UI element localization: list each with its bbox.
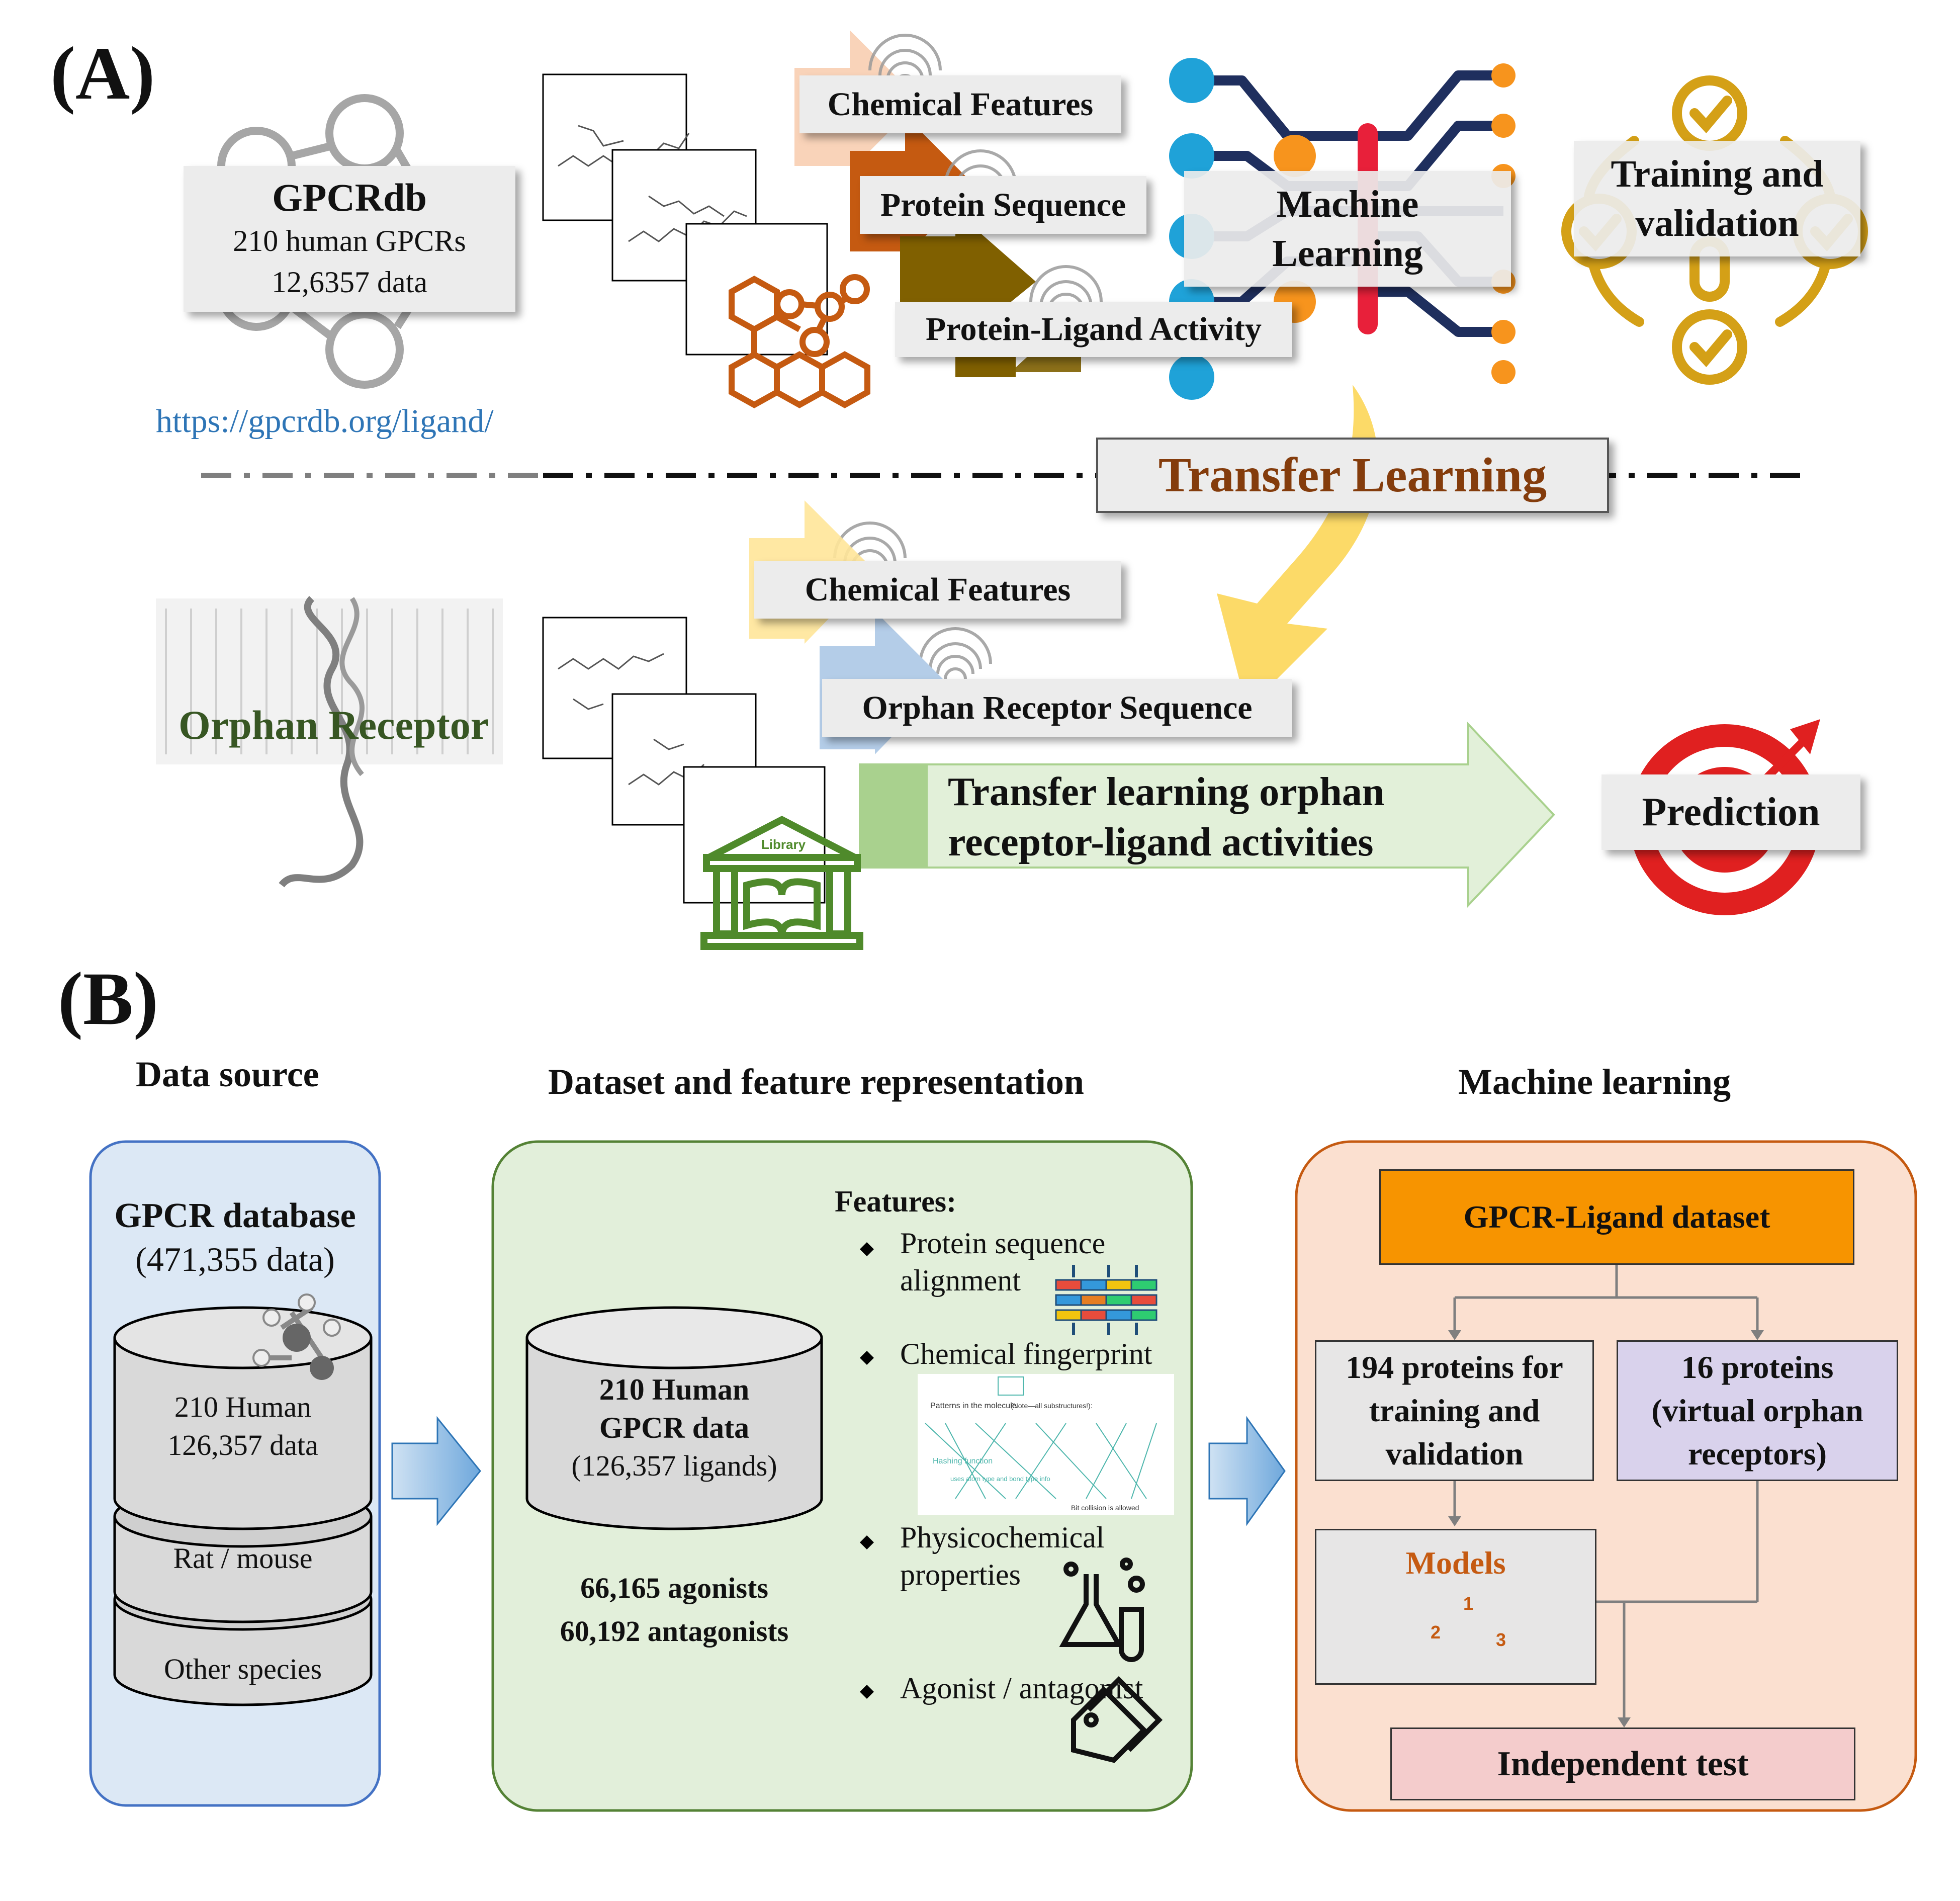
gpcrdb-url-link[interactable]: https://gpcrdb.org/ligand/ <box>156 403 494 440</box>
ml-arrowheads <box>1448 1330 1764 1727</box>
dataset-line1: 210 Human <box>599 1373 750 1406</box>
features-title: Features: <box>835 1185 957 1218</box>
fingerprint-collision: Bit collision is allowed <box>1071 1504 1139 1512</box>
human-line2: 126,357 data <box>167 1429 318 1461</box>
gpcrdb-title: GPCRdb <box>272 176 427 219</box>
orphan-line1: 16 proteins <box>1681 1349 1834 1385</box>
dataset-title: Dataset and feature representation <box>548 1062 1084 1102</box>
feature-chemical-fingerprint: Chemical fingerprint <box>900 1335 1152 1372</box>
molecule-model-icon <box>252 1293 341 1380</box>
transfer-learning-box: Transfer Learning <box>1096 438 1609 513</box>
transfer-curve-arrow <box>1217 385 1378 709</box>
fingerprint-title: Patterns in the molecule <box>930 1402 1017 1410</box>
feature-physicochemical: Physicochemical properties <box>900 1519 1105 1593</box>
flow-arrow-2 <box>1208 1416 1286 1526</box>
other-species-label: Other species <box>163 1653 322 1685</box>
podium-rank-3: 3 <box>1495 1629 1506 1650</box>
flow-arrow-1 <box>391 1416 481 1526</box>
ml-connectors <box>1453 1262 1759 1720</box>
orphan-receptor-sequence: Orphan Receptor Sequence <box>822 679 1292 737</box>
training-validation-label: Training and validation <box>1611 153 1824 244</box>
rat-mouse-label: Rat / mouse <box>173 1542 313 1575</box>
antagonists-count: 60,192 antagonists <box>560 1615 789 1648</box>
orphan-line2: (virtual orphan <box>1651 1393 1863 1428</box>
protein-sequence-top: Protein Sequence <box>860 176 1146 234</box>
orphan-proteins-box: 16 proteins (virtual orphan receptors) <box>1617 1340 1898 1481</box>
protein-ligand-activity-top: Protein-Ligand Activity <box>895 302 1292 357</box>
gpcrdb-box: GPCRdb 210 human GPCRs 12,6357 data <box>184 166 515 312</box>
models-box: Models <box>1315 1529 1596 1685</box>
green-transfer-arrow <box>859 721 1555 908</box>
molecule-cards-bottom <box>542 617 826 904</box>
fingerprint-diagram: Patterns in the molecule (Note—all subst… <box>918 1374 1174 1515</box>
tags-icon <box>1071 1676 1163 1763</box>
human-line1: 210 Human <box>174 1391 312 1423</box>
agonists-count: 66,165 agonists <box>580 1572 768 1604</box>
feature-protein-line1: Protein sequence <box>900 1227 1106 1260</box>
models-label: Models <box>1405 1545 1506 1581</box>
orphan-receptor-membrane <box>156 596 503 888</box>
feature-physico-line1: Physicochemical <box>900 1521 1105 1554</box>
human-data-label: 210 Human 126,357 data <box>115 1388 371 1464</box>
gpcrdb-line2: 12,6357 data <box>272 266 427 299</box>
database-header: GPCR database (471,355 data) <box>91 1194 380 1281</box>
prediction-box: Prediction <box>1601 774 1860 850</box>
panel-b-label: (B) <box>58 957 158 1041</box>
podium-rank-1: 1 <box>1463 1593 1474 1614</box>
ml-title: Machine learning <box>1458 1062 1731 1102</box>
independent-test-box: Independent test <box>1390 1727 1855 1800</box>
ligand-counts: 66,165 agonists 60,192 antagonists <box>527 1567 822 1653</box>
transfer-arrow-line1: Transfer learning orphan <box>948 770 1385 814</box>
feature-protein-sequence: Protein sequence alignment <box>900 1225 1105 1299</box>
dataset-line3: (126,357 ligands) <box>571 1449 777 1482</box>
machine-learning-box: Machine Learning <box>1184 171 1511 287</box>
transfer-arrow-line2: receptor-ligand activities <box>948 820 1374 865</box>
fingerprint-note: (Note—all substructures!): <box>1011 1402 1093 1410</box>
train-line1: 194 proteins for <box>1346 1349 1563 1385</box>
database-title: GPCR database <box>114 1196 356 1235</box>
gpcr-ligand-dataset-box: GPCR-Ligand dataset <box>1379 1169 1854 1265</box>
database-stack <box>113 1306 373 1706</box>
panel-a-label: (A) <box>50 32 155 115</box>
library-icon <box>700 816 863 950</box>
chemical-structure-icon <box>729 274 870 408</box>
chemical-features-top: Chemical Features <box>799 75 1121 133</box>
transfer-arrow-text: Transfer learning orphan receptor-ligand… <box>948 767 1384 868</box>
fingerprint-hash-label: Hashing function <box>933 1457 993 1465</box>
gpcrdb-line1: 210 human GPCRs <box>233 224 466 257</box>
feature-bullets <box>860 1242 874 1699</box>
library-label: Library <box>761 837 806 852</box>
feature-agonist-line1: Agonist / antagonist <box>900 1672 1143 1705</box>
feature-agonist-antagonist: Agonist / antagonist <box>900 1670 1143 1707</box>
training-validation-box: Training and validation <box>1574 141 1860 256</box>
train-line3: validation <box>1385 1436 1524 1472</box>
fingerprint-hash-detail: uses atom type and bond type info <box>950 1475 1050 1483</box>
dataset-cylinder-label: 210 Human GPCR data (126,357 ligands) <box>527 1370 822 1485</box>
training-proteins-box: 194 proteins for training and validation <box>1315 1340 1594 1481</box>
chemical-features-bottom: Chemical Features <box>754 561 1121 619</box>
lab-flask-icon <box>1059 1558 1145 1662</box>
podium-rank-2: 2 <box>1430 1622 1441 1643</box>
train-line2: training and <box>1369 1393 1540 1428</box>
machine-learning-label: Machine Learning <box>1272 183 1423 275</box>
database-count: (471,355 data) <box>135 1240 335 1278</box>
fingerprint-icons <box>833 34 1103 679</box>
orphan-receptor-label: Orphan Receptor <box>179 702 489 748</box>
data-source-title: Data source <box>136 1054 319 1094</box>
feature-physico-line2: properties <box>900 1558 1021 1591</box>
feature-protein-line2: alignment <box>900 1264 1021 1297</box>
dataset-cylinder <box>525 1306 823 1530</box>
orphan-line3: receptors) <box>1688 1436 1827 1472</box>
sequence-alignment-icon <box>1055 1265 1157 1335</box>
feature-fingerprint-line1: Chemical fingerprint <box>900 1337 1152 1370</box>
dataset-line2: GPCR data <box>599 1411 750 1444</box>
